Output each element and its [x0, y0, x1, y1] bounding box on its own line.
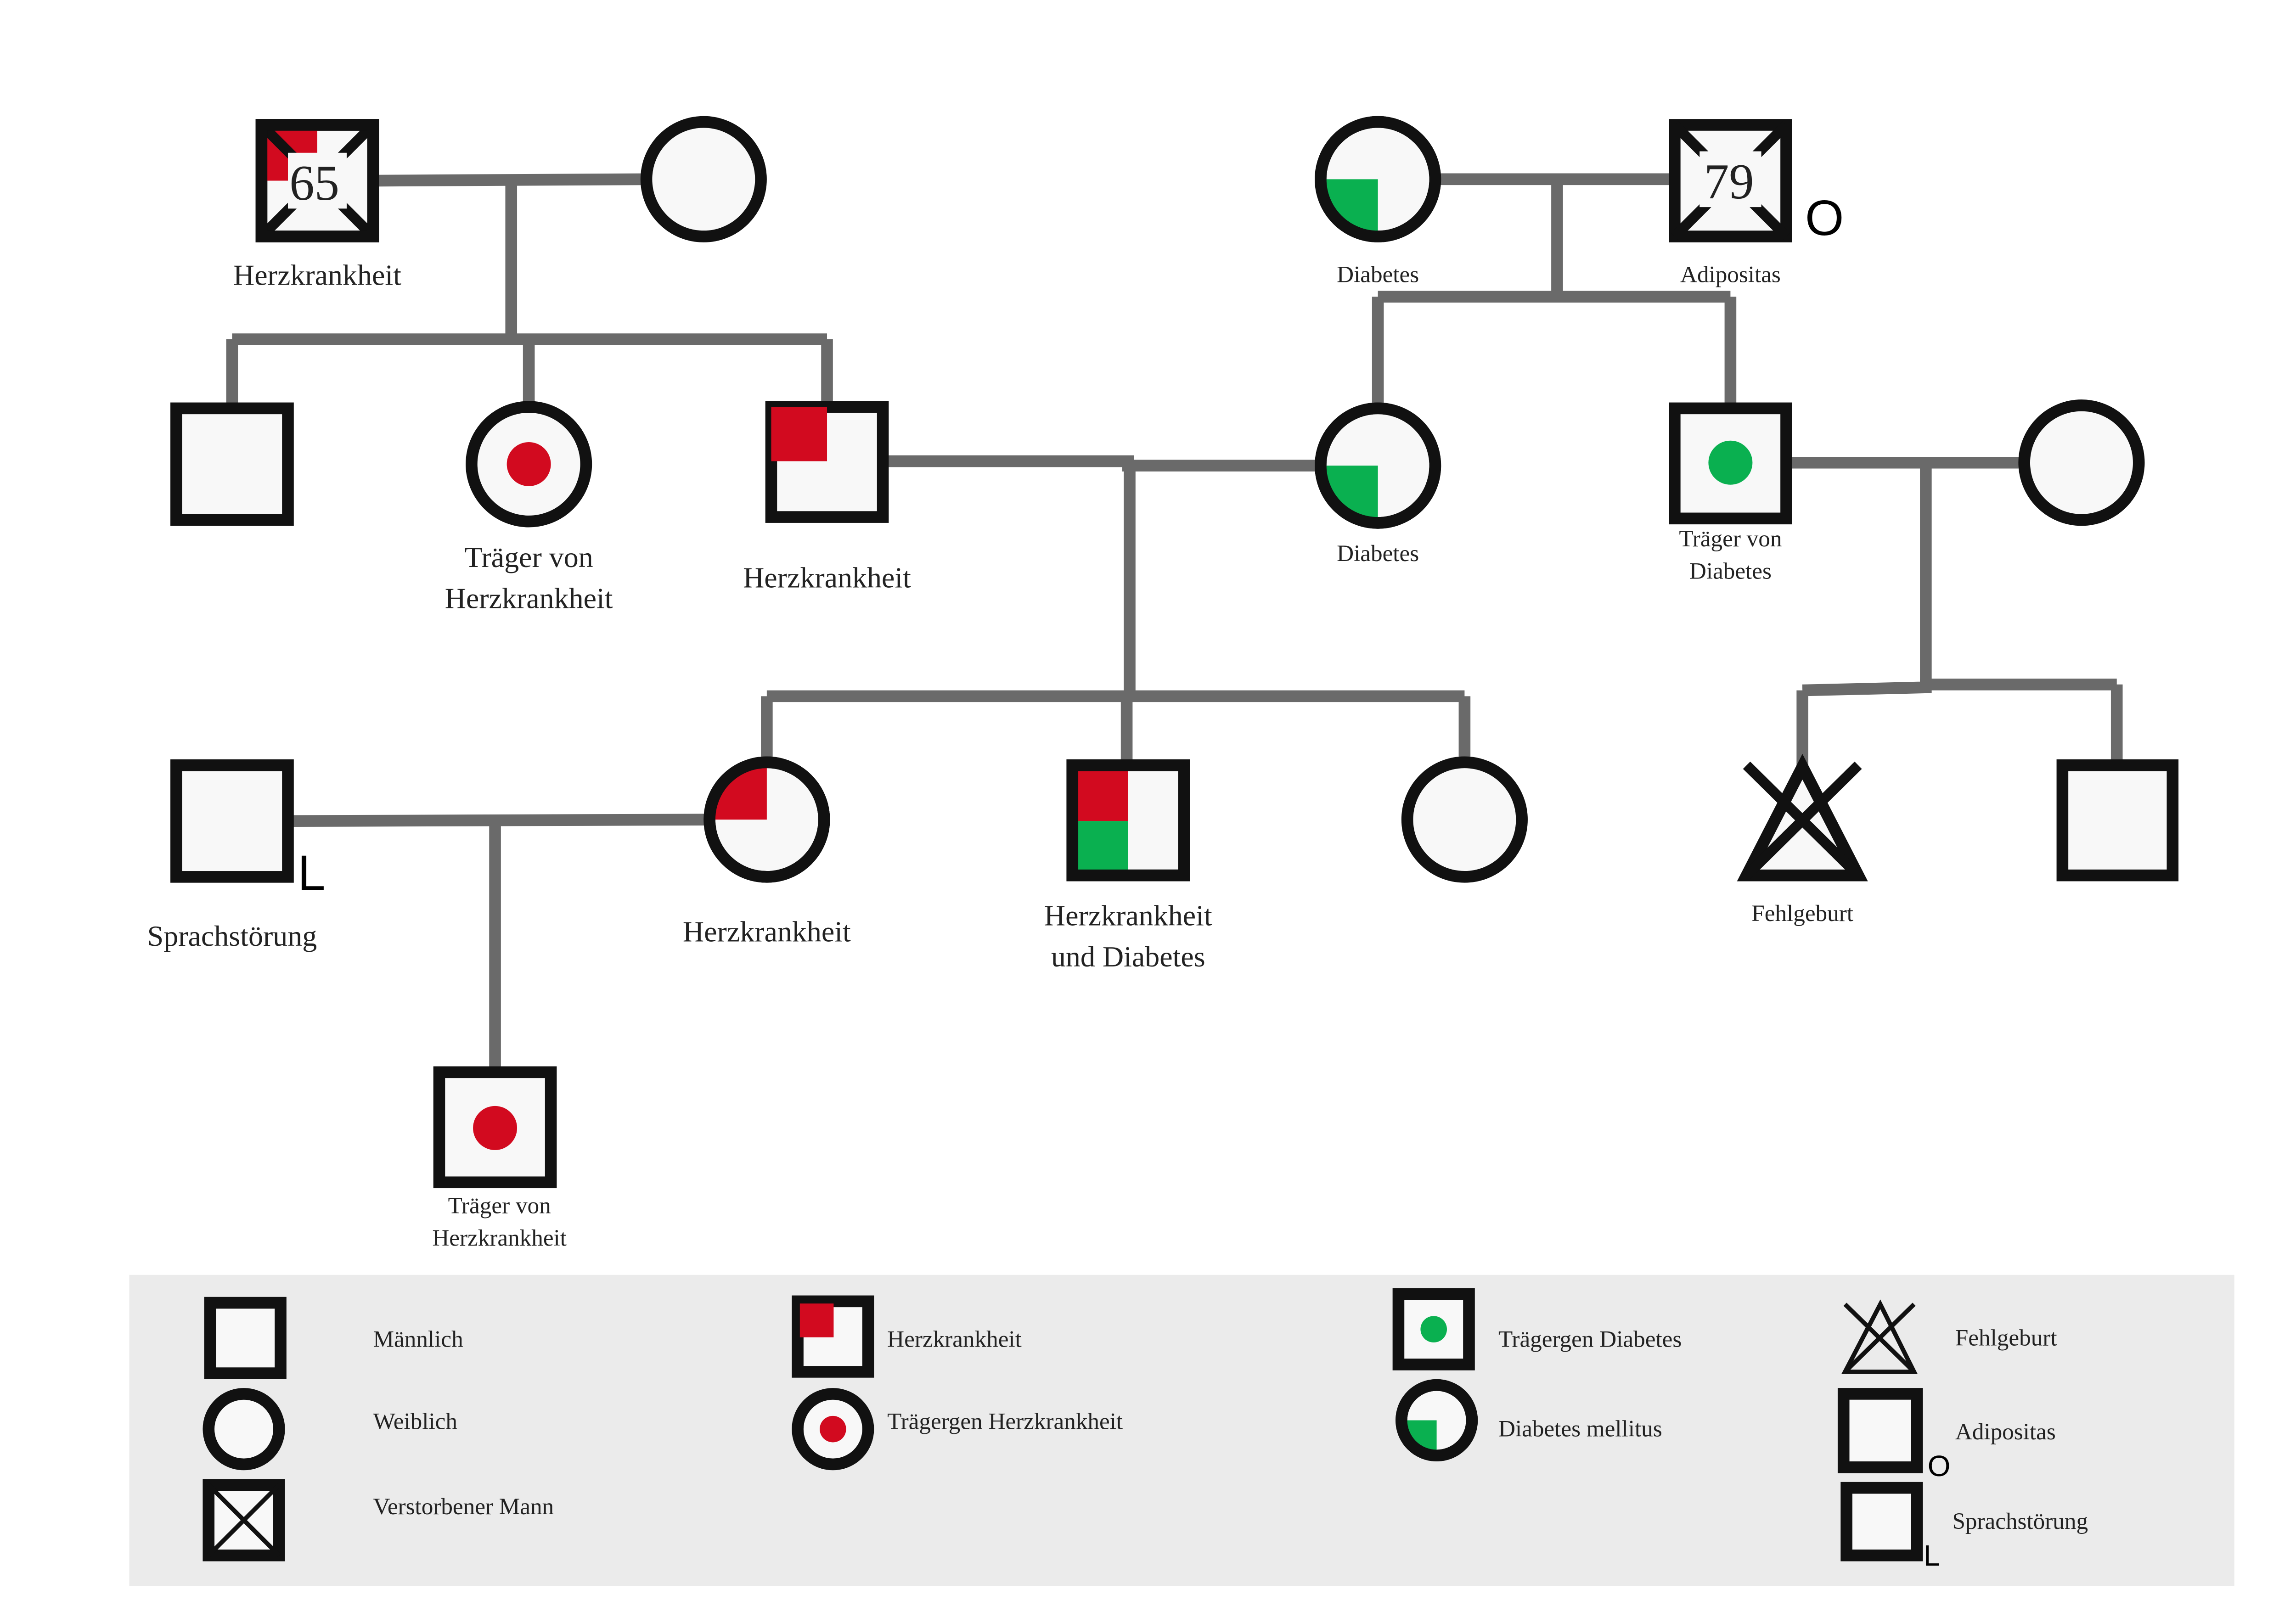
- heart-disease-quadrant: [1072, 765, 1128, 821]
- heart-disease-quadrant: [771, 407, 827, 461]
- legend-obesity-marker: O: [1928, 1449, 1951, 1483]
- legend-female-icon: [203, 1388, 285, 1471]
- legend-heart-carrier-icon: [792, 1388, 874, 1471]
- daughter-heart-disease: [703, 756, 830, 883]
- son-both-label-line1: Herzkrankheit: [1044, 899, 1212, 932]
- son-heart-disease: [765, 401, 889, 523]
- legend-male-label: Männlich: [373, 1326, 463, 1353]
- son-diabetes-carrier: [1669, 402, 1792, 525]
- legend-diabetes-icon: [1396, 1379, 1478, 1462]
- couple-line-parents: [883, 455, 1321, 472]
- diabetes-quadrant: [1072, 821, 1128, 876]
- son-unaffected: [170, 402, 294, 526]
- grandfather-right-label: Adipositas: [1680, 261, 1781, 287]
- daughter-heart-label: Herzkrankheit: [683, 915, 851, 948]
- son-heart-label: Herzkrankheit: [743, 562, 911, 594]
- miscarriage: [1737, 753, 1868, 882]
- legend-miscarriage-label: Fehlgeburt: [1955, 1325, 2057, 1351]
- daughter-diabetes: [1315, 402, 1441, 529]
- legend-speech-marker: L: [1924, 1539, 1940, 1572]
- grandfather-left-label: Herzkrankheit: [233, 259, 401, 292]
- husband-speech-disorder: [170, 759, 294, 883]
- grandfather-left: 65: [255, 119, 379, 242]
- grandmother-right-label: Diabetes: [1337, 261, 1419, 287]
- legend-deceased-male-label: Verstorbener Mann: [373, 1494, 554, 1520]
- son-unaffected-right: [2056, 759, 2179, 882]
- legend-diabetes-carrier-label: Trägergen Diabetes: [1498, 1326, 1682, 1353]
- legend-heart-disease-label: Herzkrankheit: [887, 1326, 1022, 1353]
- carrier-label-line2: Herzkrankheit: [445, 582, 613, 614]
- legend-speech-label: Sprachstörung: [1952, 1508, 2088, 1534]
- diabetes-carrier-label-line2: Diabetes: [1689, 558, 1772, 584]
- heart-disease-quadrant: [709, 762, 767, 820]
- daughter-heart-carrier: [466, 401, 592, 528]
- daughter-diabetes-label: Diabetes: [1337, 540, 1419, 567]
- grandfather-right: 79: [1669, 119, 1792, 242]
- legend-diabetes-label: Diabetes mellitus: [1498, 1416, 1662, 1442]
- legend-obesity-icon: [1837, 1388, 1923, 1473]
- legend-obesity-label: Adipositas: [1955, 1419, 2056, 1445]
- legend-heart-disease-icon: [792, 1295, 874, 1378]
- grandmother-left: [640, 116, 767, 242]
- sibship-line-right-couple: [1802, 678, 2117, 696]
- spouse-female-right: [2018, 399, 2145, 526]
- son-heart-and-diabetes: [1066, 759, 1190, 882]
- speech-marker: L: [298, 846, 325, 901]
- diabetes-carrier-label-line1: Träger von: [1679, 526, 1782, 552]
- legend-female-label: Weiblich: [373, 1409, 457, 1435]
- legend-diabetes-carrier-icon: [1392, 1288, 1475, 1370]
- husband-label: Sprachstörung: [147, 920, 317, 952]
- diabetes-quadrant: [1320, 179, 1378, 237]
- couple-line-left-grandparents: [373, 173, 647, 187]
- legend-deceased-male-icon: [203, 1479, 285, 1561]
- carrier-label-line1: Träger von: [465, 541, 593, 573]
- daughter-unaffected: [1401, 756, 1528, 883]
- legend-male-icon: [204, 1297, 287, 1379]
- miscarriage-label: Fehlgeburt: [1751, 900, 1853, 927]
- age-label: 65: [289, 155, 339, 211]
- grandson-label-line2: Herzkrankheit: [432, 1225, 567, 1251]
- carrier-dot: [1708, 440, 1753, 485]
- grandson-label-line1: Träger von: [448, 1192, 551, 1219]
- connection-lines: [226, 173, 2123, 1073]
- legend-speech-icon: [1840, 1482, 1923, 1561]
- legend-miscarriage-icon: [1841, 1299, 1918, 1374]
- couple-line-g3: [287, 814, 711, 827]
- diabetes-quadrant: [1320, 466, 1378, 523]
- legend: Männlich Weiblich Verstorbener Mann Herz…: [129, 1275, 2234, 1586]
- carrier-dot: [506, 442, 551, 486]
- grandson-heart-carrier: [433, 1066, 557, 1189]
- carrier-dot: [473, 1106, 518, 1150]
- legend-heart-carrier-label: Trägergen Herzkrankheit: [887, 1409, 1123, 1435]
- age-label: 79: [1704, 154, 1754, 209]
- son-both-label-line2: und Diabetes: [1051, 940, 1205, 973]
- grandmother-right: [1315, 116, 1441, 242]
- obesity-marker: O: [1805, 191, 1844, 246]
